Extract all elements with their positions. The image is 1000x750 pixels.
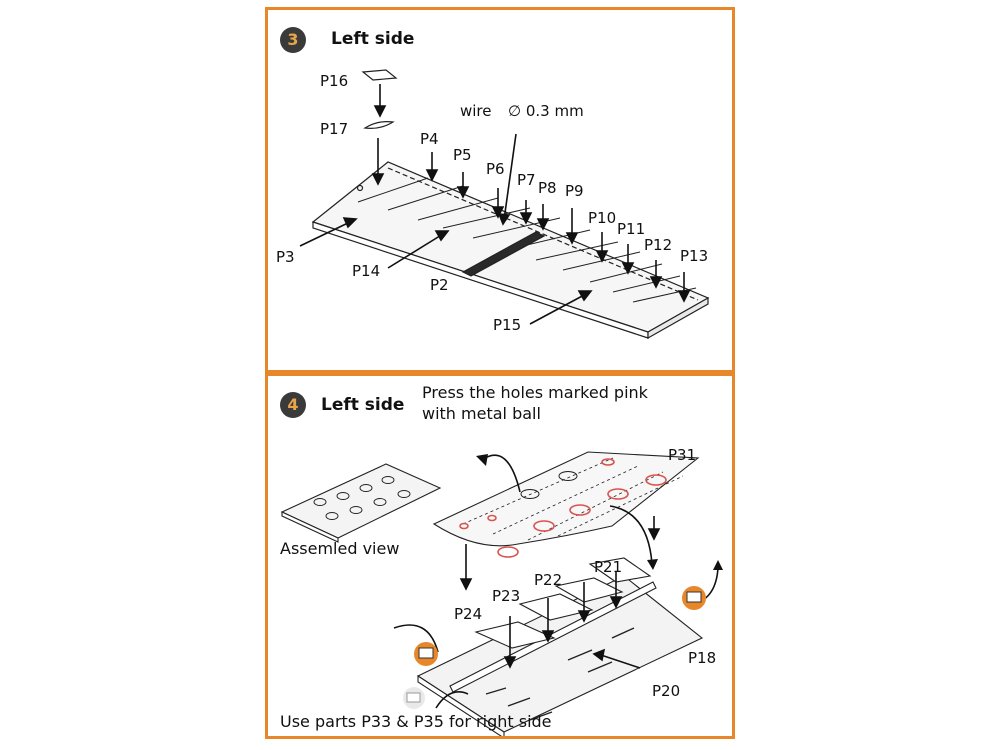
wing-skin-drawing — [280, 451, 723, 736]
part-label-p16: P16 — [320, 72, 349, 90]
part-label-p10: P10 — [588, 209, 617, 227]
wing-spar-drawing — [299, 69, 710, 340]
part-label-p2: P2 — [430, 276, 449, 294]
part-label-p24: P24 — [454, 605, 483, 623]
part-label-p21: P21 — [594, 558, 623, 576]
step-3-badge: 3 — [280, 27, 306, 53]
part-label-p23: P23 — [492, 587, 521, 605]
wire-size-label: ∅ 0.3 mm — [508, 102, 584, 120]
step-3-title: Left side — [331, 29, 415, 49]
part-label-p7: P7 — [517, 171, 536, 189]
part-label-p20: P20 — [652, 682, 681, 700]
part-label-p4: P4 — [420, 130, 439, 148]
part-label-p15: P15 — [493, 316, 522, 334]
part-label-p22: P22 — [534, 571, 563, 589]
step-4-panel: 4 Left side Press the holes marked pink … — [265, 373, 735, 739]
part-label-p11: P11 — [617, 220, 646, 238]
part-label-p13: P13 — [680, 247, 709, 265]
part-label-p31: P31 — [668, 446, 697, 464]
step-4-title: Left side — [321, 395, 405, 415]
part-label-p5: P5 — [453, 146, 472, 164]
part-label-p17: P17 — [320, 120, 349, 138]
part-label-p12: P12 — [644, 236, 673, 254]
part-label-p9: P9 — [565, 182, 584, 200]
part-label-p18: P18 — [688, 649, 717, 667]
part-label-p14: P14 — [352, 262, 381, 280]
part-label-p8: P8 — [538, 179, 557, 197]
instruction-line-2: with metal ball — [422, 404, 541, 423]
part-label-p6: P6 — [486, 160, 505, 178]
footer-note: Use parts P33 & P35 for right side — [280, 712, 552, 731]
instruction-line-1: Press the holes marked pink — [422, 383, 648, 402]
part-label-p3: P3 — [276, 248, 295, 266]
step-4-badge: 4 — [280, 392, 306, 418]
assembled-view-label: Assemled view — [280, 539, 400, 558]
wire-label: wire — [460, 102, 492, 120]
instruction-text: Press the holes marked pink with metal b… — [422, 382, 648, 424]
step-3-panel: 3 Left side — [265, 7, 735, 373]
